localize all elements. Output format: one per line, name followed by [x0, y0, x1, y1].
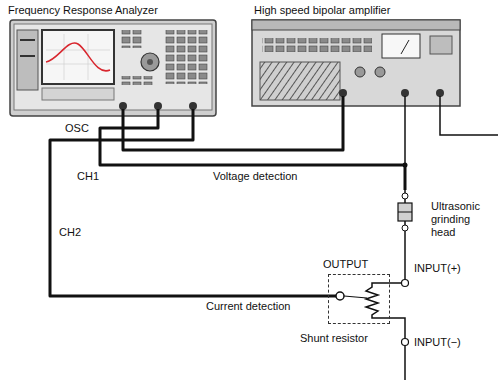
- node-heading: High speed bipolar amplifier: [254, 2, 460, 17]
- analyzer-illustration: [10, 20, 216, 118]
- amplifier-instrument: High speed bipolar amplifier: [250, 2, 462, 108]
- dashed-outline: [328, 274, 390, 324]
- wire: [404, 108, 406, 190]
- amplifier-illustration: [252, 20, 498, 135]
- shunt-wiring: [298, 163, 409, 380]
- edge-label: Current detection: [205, 300, 291, 313]
- node-heading: Frequency Response Analyzer: [8, 2, 218, 17]
- signal-name: CH1: [76, 170, 100, 183]
- node-heading: Shunt resistor: [300, 274, 408, 345]
- signal-cable: [100, 118, 405, 190]
- shunt-resistor-box: Shunt resistor: [298, 274, 412, 351]
- grinding-head-symbol: [398, 190, 412, 246]
- analyzer-instrument: Frequency Response Analyzer: [8, 2, 220, 118]
- grinding-head: Ultrasonic grinding head: [395, 190, 496, 246]
- edge-label: Voltage detection: [212, 170, 298, 183]
- node-heading: Ultrasonic grinding head: [431, 190, 493, 239]
- wire: [404, 246, 406, 274]
- signal-name: OSC: [64, 122, 90, 135]
- signal-cable: [50, 118, 298, 296]
- pin-name: INPUT(+): [413, 262, 462, 275]
- pin-name: OUTPUT: [322, 258, 369, 271]
- signal-name: CH2: [58, 226, 82, 239]
- pin-name: INPUT(−): [413, 336, 462, 349]
